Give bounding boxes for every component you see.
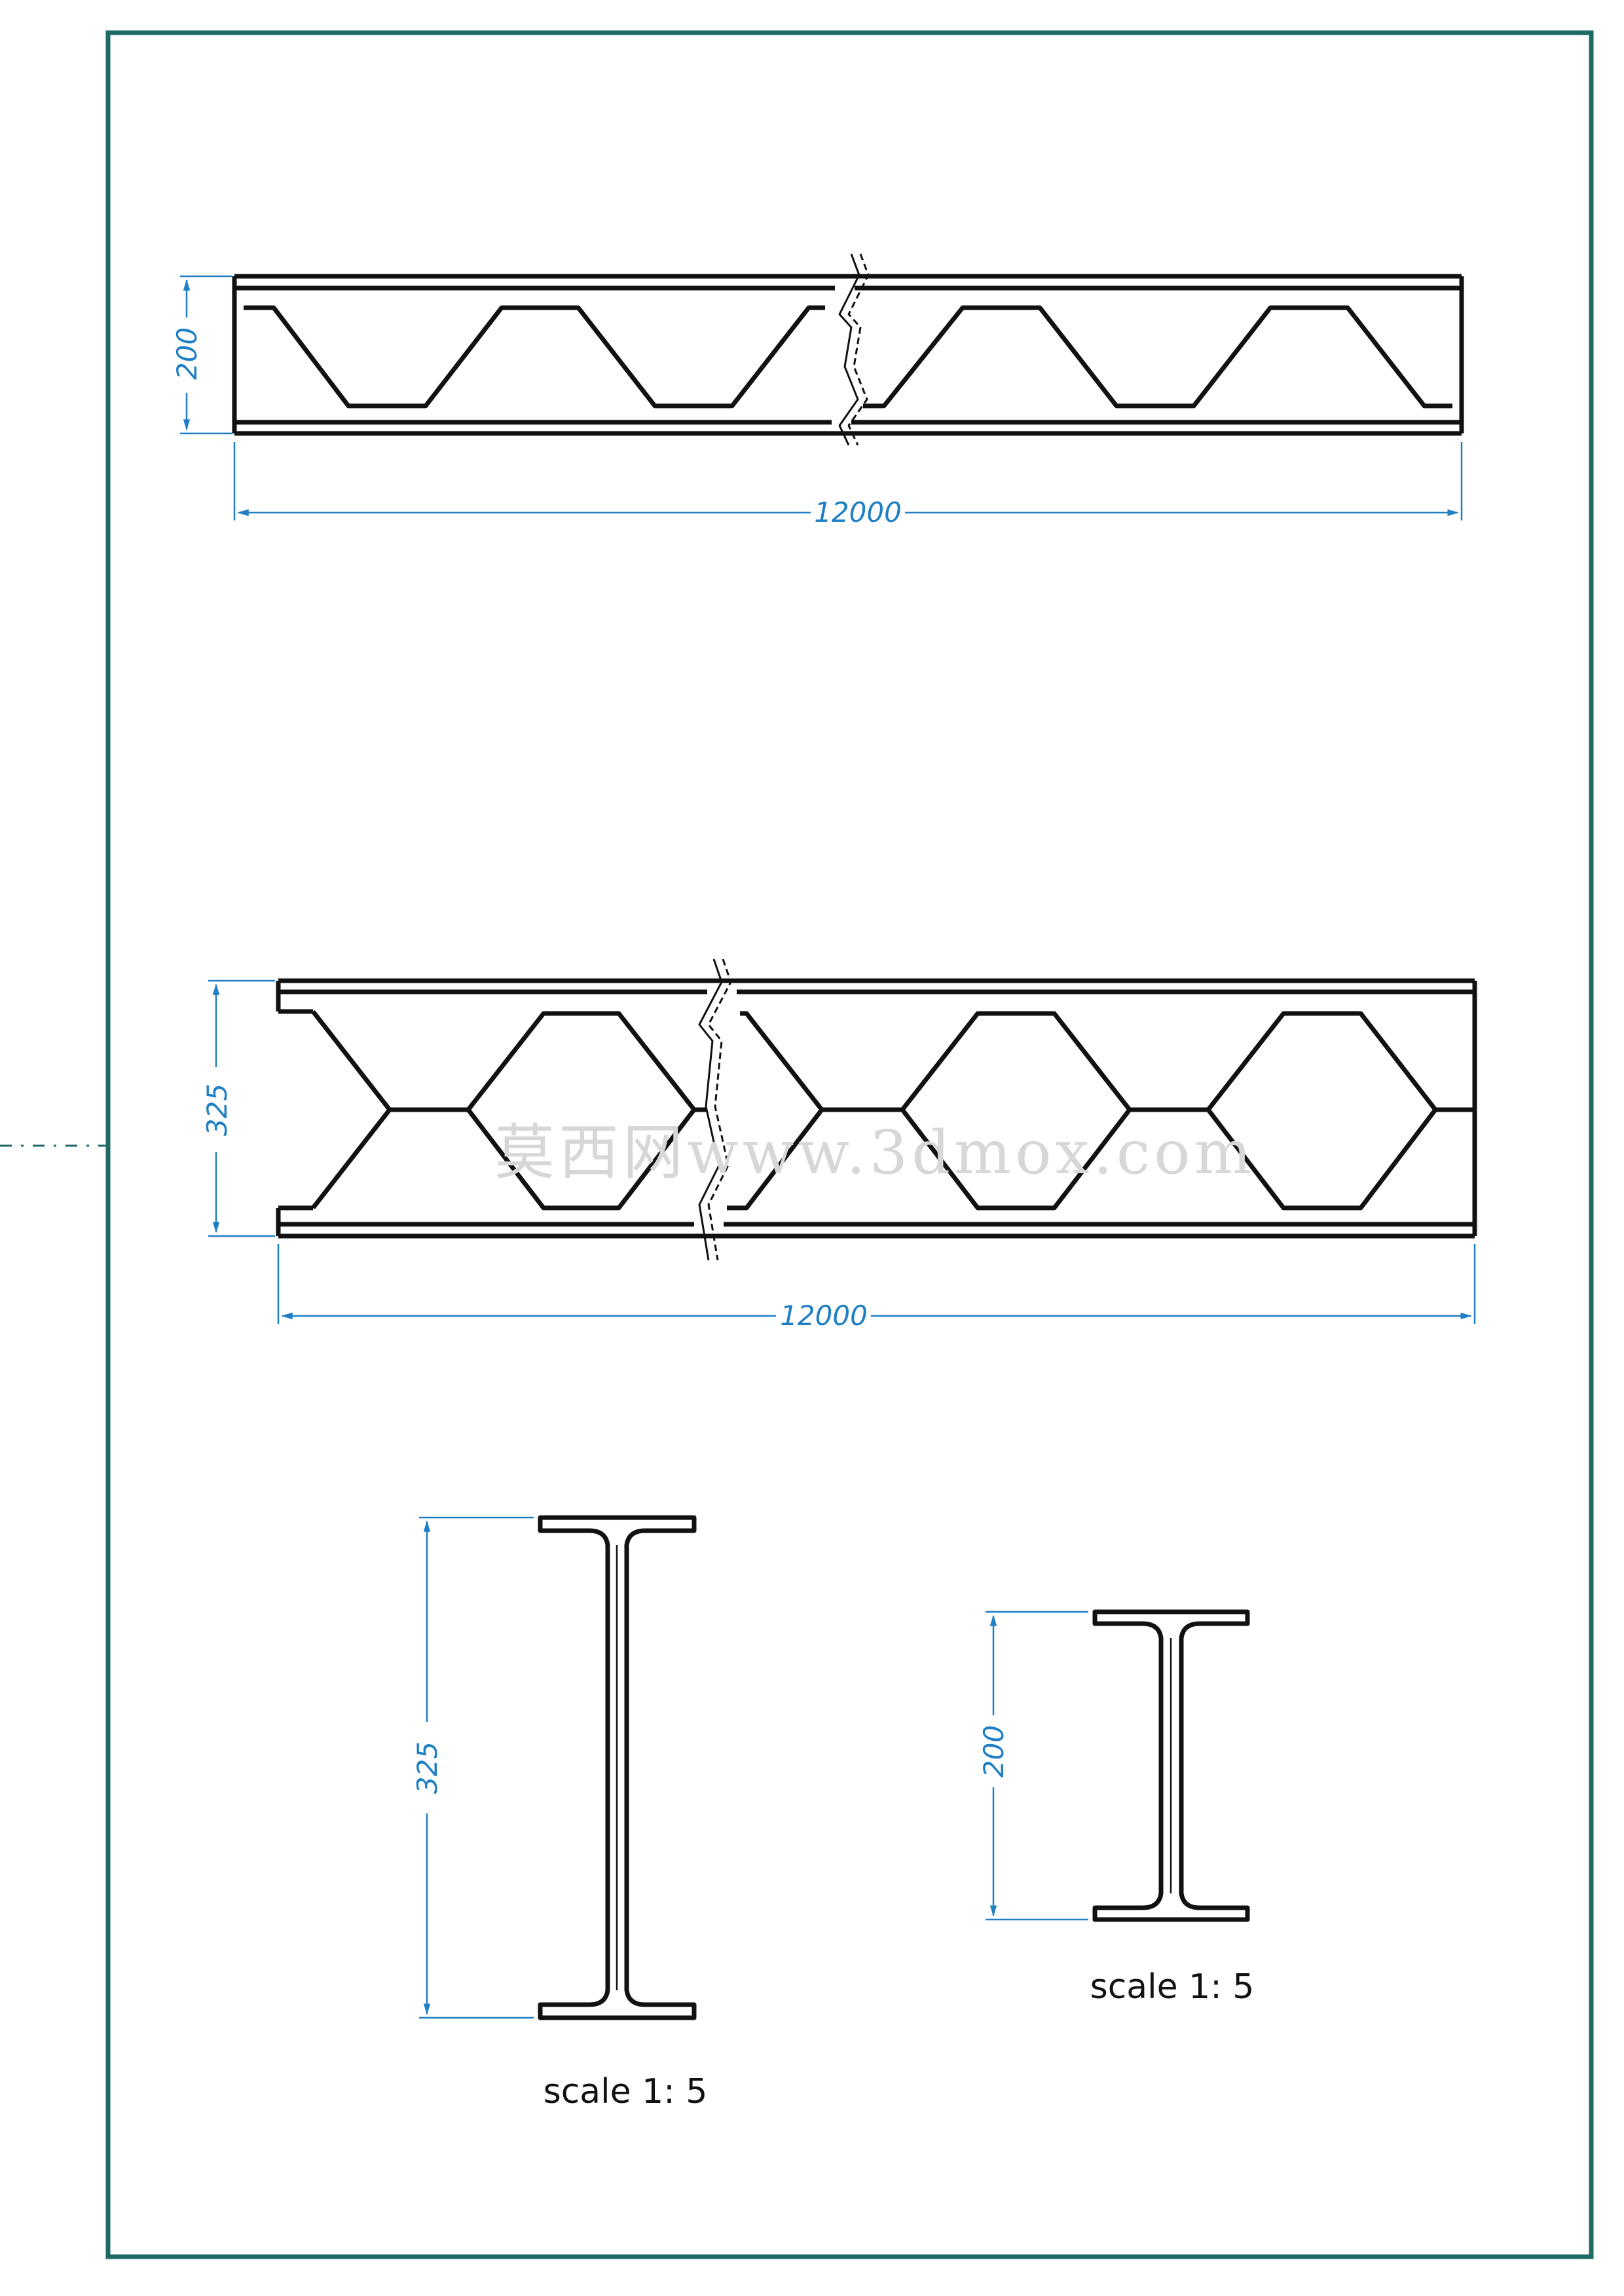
beam-view-200 (232, 253, 1464, 446)
dimension-height-325-section (419, 1516, 534, 2019)
break-line (698, 958, 732, 1261)
dimension-height-200-top (180, 275, 232, 435)
dim-label-height-middle: 325 (201, 1084, 233, 1136)
sheet-frame (105, 30, 1594, 2259)
dim-label-height-top: 200 (171, 327, 203, 380)
dim-label-length-middle: 12000 (780, 1300, 868, 1332)
web-openings-outline (244, 305, 825, 409)
dimension-length-12000-top (233, 442, 1463, 520)
dim-label-height-section-small: 200 (978, 1725, 1010, 1777)
scale-label-small: scale 1: 5 (1090, 1967, 1255, 2007)
dim-label-length-top: 12000 (814, 496, 902, 528)
scale-label-large: scale 1: 5 (544, 2072, 708, 2111)
beam-view-325 (276, 958, 1477, 1261)
dimension-height-200-section (986, 1611, 1088, 1921)
break-line (838, 253, 870, 446)
watermark-text: 莫西网www.3dmox.com (494, 1118, 1255, 1188)
dim-label-height-section-large: 325 (411, 1741, 443, 1794)
dimension-height-325-middle (208, 979, 275, 1237)
i-section-325 (538, 1515, 697, 2020)
i-section-200 (1092, 1609, 1250, 1922)
dimension-length-12000-middle (277, 1244, 1476, 1324)
